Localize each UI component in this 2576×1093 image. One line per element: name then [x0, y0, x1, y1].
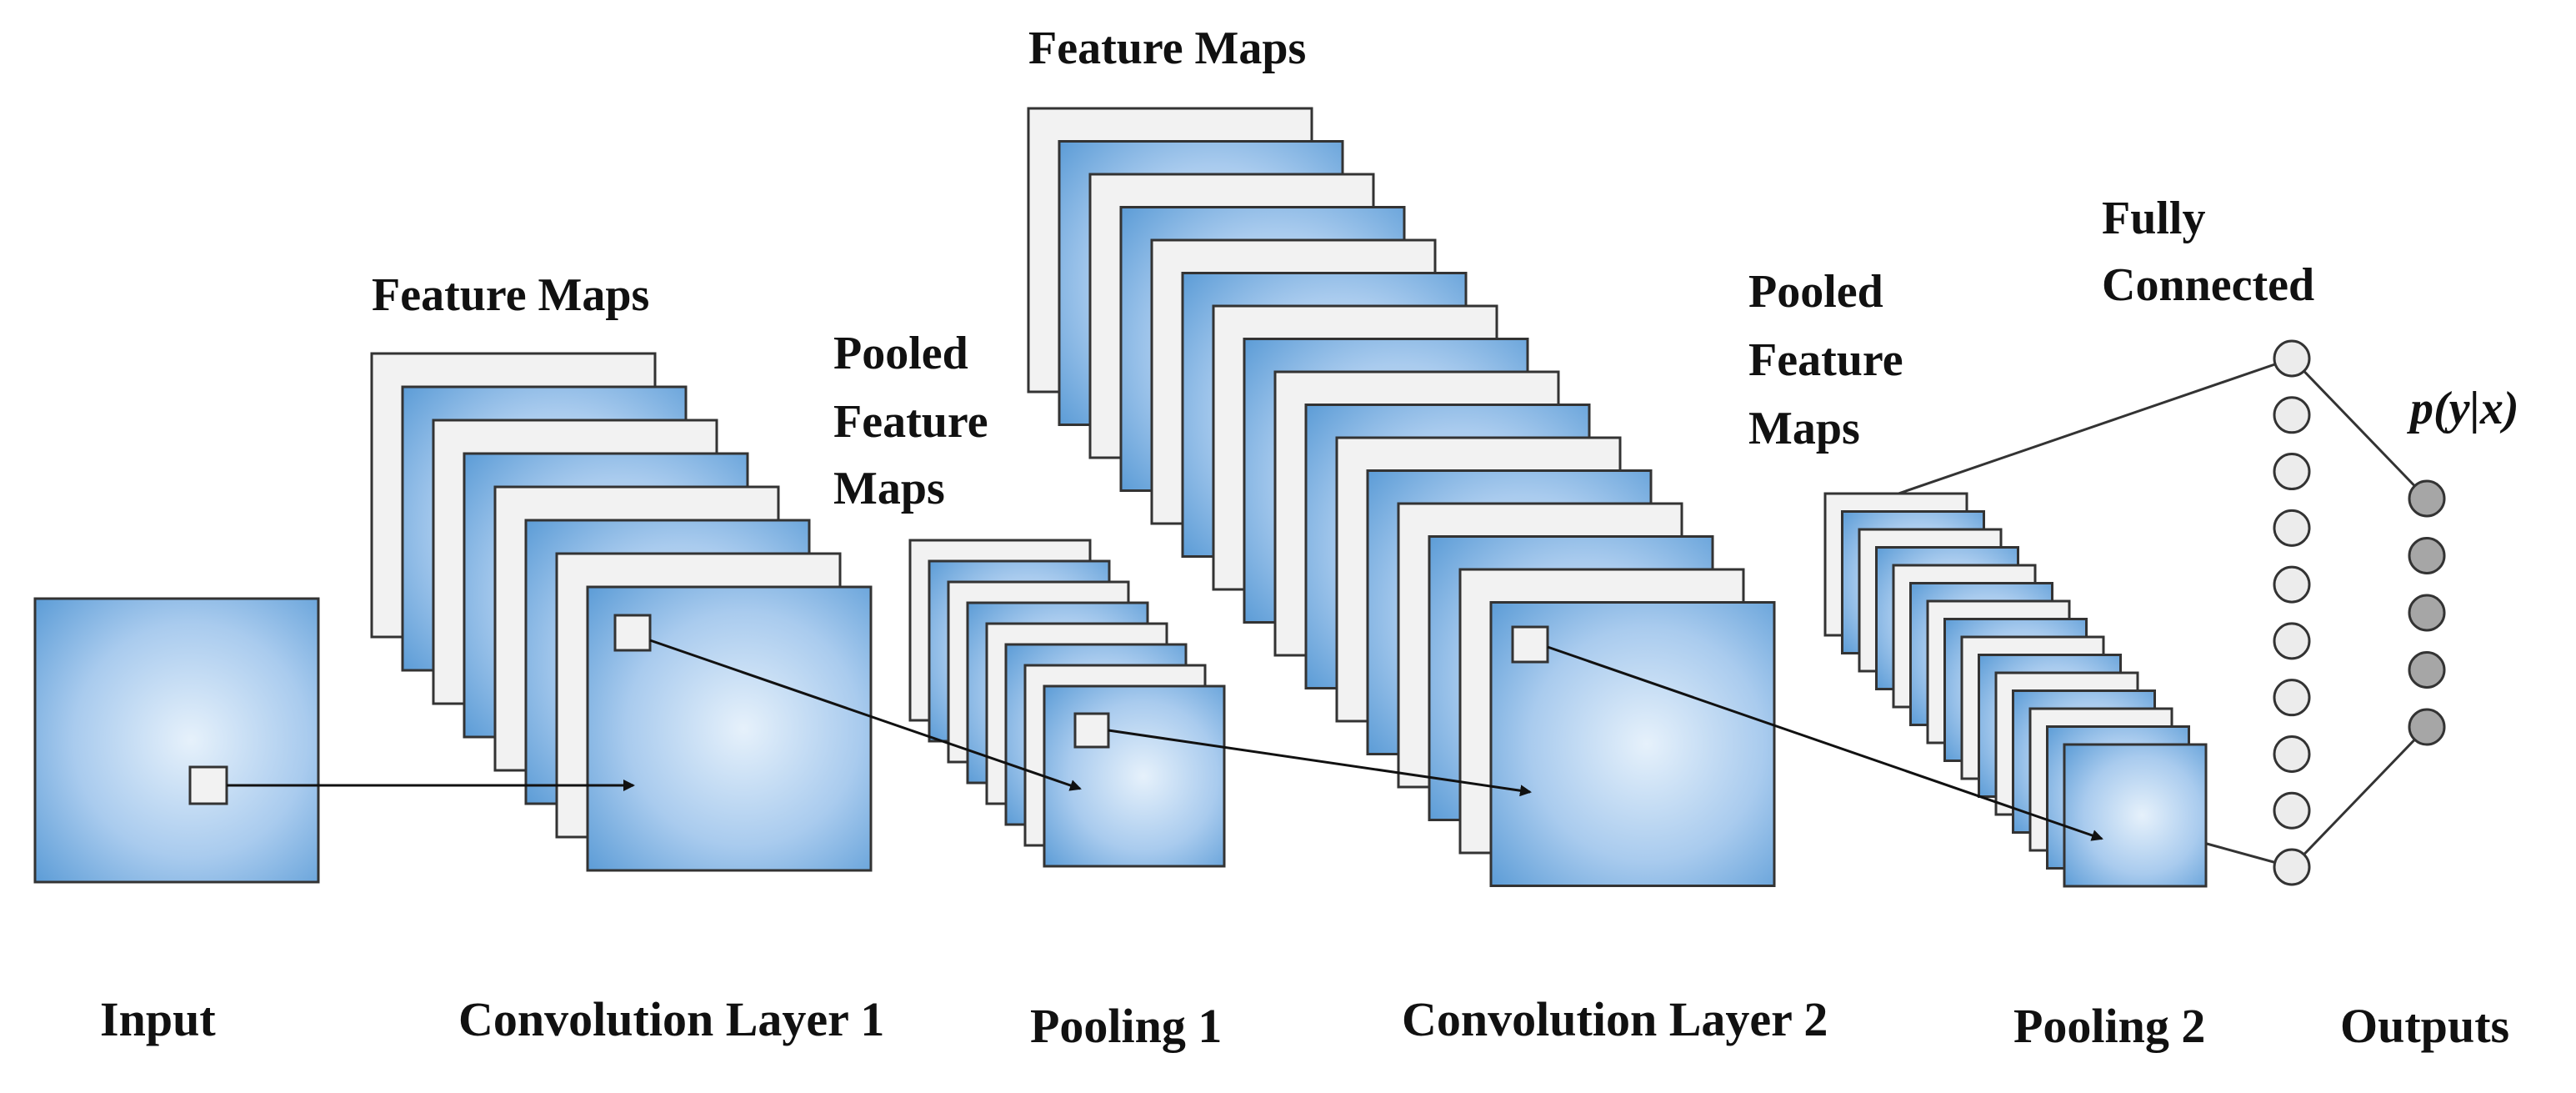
connection-arrows	[227, 639, 2103, 841]
fc-line-top-out	[2290, 357, 2428, 500]
fc-node	[2273, 339, 2311, 378]
pool1-feature-map	[1043, 684, 1226, 868]
output-node	[2408, 651, 2446, 689]
fc-line-bottom-out	[2290, 725, 2428, 869]
fully-connected-nodes	[2273, 339, 2311, 886]
output-node	[2408, 479, 2446, 518]
fc-node	[2273, 509, 2311, 547]
output-nodes	[2408, 479, 2446, 746]
fc-node	[2273, 565, 2311, 604]
stage-outputs-label: Outputs	[2340, 999, 2509, 1053]
stage-conv2-label: Convolution Layer 2	[1402, 992, 1828, 1046]
pooled-1-label-line3: Maps	[833, 463, 945, 514]
conv2-feature-map-stack	[1027, 107, 1776, 887]
fully-connected-label-line2: Connected	[2102, 259, 2314, 311]
pooled-2-label-line2: Feature	[1748, 334, 1903, 386]
pooled-2-label-line1: Pooled	[1748, 266, 1883, 318]
conv1-kernel-patch	[613, 614, 652, 652]
input-image	[33, 597, 320, 884]
stage-pool1-label: Pooling 1	[1030, 999, 1222, 1053]
pool1-feature-map-stack	[908, 539, 1226, 868]
fc-node	[2273, 791, 2311, 830]
pooled-2-label-line3: Maps	[1748, 403, 1860, 454]
fc-node	[2273, 396, 2311, 434]
fc-line-top-in	[1898, 357, 2293, 495]
pooled-1-label-line2: Feature	[833, 396, 988, 448]
pool2-feature-map-stack	[1823, 492, 2208, 888]
conv2-kernel-patch	[1511, 625, 1549, 664]
pool2-feature-map	[2063, 743, 2208, 888]
output-node	[2408, 708, 2446, 746]
arrow-conv2-to-pool2	[1547, 645, 2103, 841]
fc-node	[2273, 622, 2311, 660]
stage-pool2-label: Pooling 2	[2013, 999, 2205, 1053]
input-kernel-patch	[188, 765, 228, 805]
pooled-1-label-line1: Pooled	[833, 328, 968, 379]
output-probability-label: p(y|x)	[2407, 383, 2518, 434]
conv1-feature-map-stack	[370, 352, 873, 872]
feature-maps-1-label: Feature Maps	[372, 269, 649, 321]
stage-input-label: Input	[100, 992, 216, 1046]
fc-node	[2273, 453, 2311, 491]
fc-node	[2273, 679, 2311, 717]
output-node	[2408, 537, 2446, 574]
feature-maps-2-label: Feature Maps	[1028, 23, 1306, 74]
arrow-pool1-to-conv2	[1108, 729, 1532, 797]
fully-connected-label-line1: Fully	[2102, 193, 2205, 244]
fc-node	[2273, 735, 2311, 773]
output-node	[2408, 594, 2446, 632]
fc-node	[2273, 848, 2311, 886]
stage-conv1-label: Convolution Layer 1	[458, 992, 884, 1046]
arrow-conv1-to-pool1	[649, 639, 1082, 791]
pool1-kernel-patch	[1073, 712, 1110, 749]
